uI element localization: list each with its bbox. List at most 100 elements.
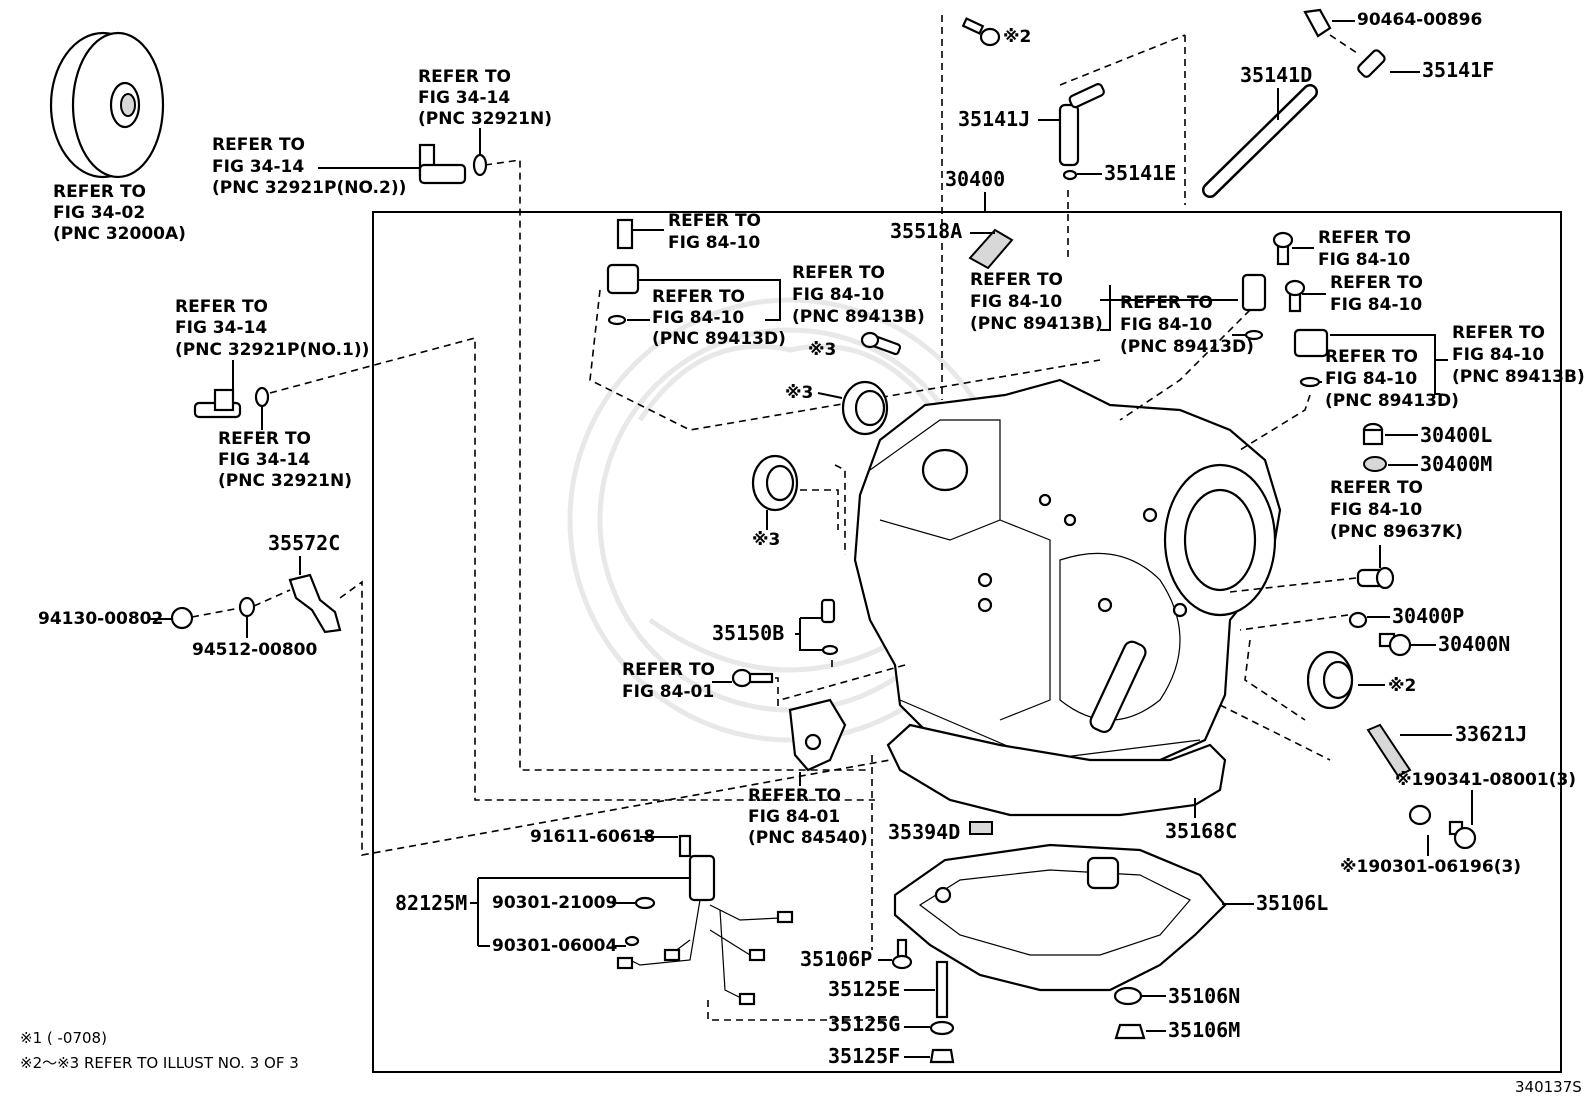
ref-union-no2-line3[interactable]: (PNC 32921P(NO.2)) [212,178,406,198]
pn-35125f[interactable]: 35125F [828,1044,900,1068]
pn-35125e[interactable]: 35125E [828,977,900,1001]
ref-switch-84540-line3[interactable]: (PNC 84540) [748,828,868,848]
ref-oring-89413d-c-line2[interactable]: FIG 84-10 [1325,369,1417,389]
ref-bolt-84-10-a-line1[interactable]: REFER TO [668,211,761,231]
pn-94130-00802[interactable]: 94130-00802 [38,609,163,629]
ref-sensor-89413b-a-line3[interactable]: (PNC 89413B) [792,307,925,327]
pn-35572c[interactable]: 35572C [268,531,340,555]
ref-sensor-89413b-c-line2[interactable]: FIG 84-10 [1452,345,1544,365]
ref-oring-n-left-line2[interactable]: FIG 34-14 [218,450,310,470]
plug-35125f-part [929,1048,955,1064]
pn-35125g[interactable]: 35125G [828,1012,900,1036]
ref-switch-84540-line2[interactable]: FIG 84-01 [748,807,840,827]
ref-sensor-89637k-line3[interactable]: (PNC 89637K) [1330,522,1463,542]
pn-90301-21009[interactable]: 90301-21009 [492,893,617,913]
ref-sensor-89413b-b-line3[interactable]: (PNC 89413B) [970,314,1103,334]
ref-oring-89413d-c-line3[interactable]: (PNC 89413D) [1325,391,1459,411]
gasket-30400m-part [1363,456,1387,472]
main-frame [372,211,1562,1073]
pn-91611-60618[interactable]: 91611-60618 [530,827,655,847]
oil-pan-gasket-part [886,723,1227,817]
tube-35141d-part [1202,8,1386,198]
plug-90301-part [1448,820,1477,850]
ref-bolt-84-01-line2[interactable]: FIG 84-01 [622,682,714,702]
pn-35518a[interactable]: 35518A [890,219,962,243]
oil-seal-lower-part [751,454,799,512]
note-mark-3-seal-upper: ※3 [785,383,813,403]
pn-94512-00800[interactable]: 94512-00800 [192,640,318,660]
ref-oring-n-left-line1[interactable]: REFER TO [218,429,311,449]
pn-35141e[interactable]: 35141E [1104,161,1176,185]
pn-35106p[interactable]: 35106P [800,947,872,971]
pn-90301-06004[interactable]: 90301-06004 [492,936,618,956]
ref-switch-84540-line1[interactable]: REFER TO [748,786,841,806]
ref-union-no1-line2[interactable]: FIG 34-14 [175,318,267,338]
pn-90464-00896[interactable]: 90464-00896 [1357,10,1482,30]
pn-30400p[interactable]: 30400P [1392,604,1464,628]
note-mark-3-bolt: ※3 [808,340,836,360]
plug-30400l-part [1362,422,1384,446]
pn-30400l[interactable]: 30400L [1420,423,1492,447]
ref-sensor-89413b-b-line1[interactable]: REFER TO [970,270,1063,290]
pn-35141j[interactable]: 35141J [958,107,1030,131]
ref-oring-n-top-line2[interactable]: FIG 34-14 [418,88,510,108]
ref-union-no1-line3[interactable]: (PNC 32921P(NO.1)) [175,340,369,360]
pn-35150b[interactable]: 35150B [712,621,784,645]
ref-sensor-89413b-c-line3[interactable]: (PNC 89413B) [1452,367,1585,387]
pn-35106n[interactable]: 35106N [1168,984,1240,1008]
ref-bolt-84-10-b-line2[interactable]: FIG 84-10 [1318,250,1410,270]
pn-35106l[interactable]: 35106L [1256,891,1328,915]
pn-35168c[interactable]: 35168C [1165,819,1237,843]
ref-union-no2-line2[interactable]: FIG 34-14 [212,157,304,177]
ref-oring-89413d-a-line2[interactable]: FIG 84-10 [652,308,744,328]
ref-sensor-89413b-c-line1[interactable]: REFER TO [1452,323,1545,343]
ref-union-no1-line1[interactable]: REFER TO [175,297,268,317]
ref-oring-89413d-b-line3[interactable]: (PNC 89413D) [1120,337,1254,357]
ref-union-no2-line1[interactable]: REFER TO [212,135,305,155]
ref-oring-n-left-line3[interactable]: (PNC 32921N) [218,471,352,491]
ref-oring-89413d-a-line3[interactable]: (PNC 89413D) [652,329,786,349]
ref-sensor-89413b-b-line2[interactable]: FIG 84-10 [970,292,1062,312]
ref-oring-89413d-b-line1[interactable]: REFER TO [1120,293,1213,313]
ref-torque-converter-line3[interactable]: (PNC 32000A) [53,224,186,244]
pn-90301-06196[interactable]: ※190301-06196(3) [1340,857,1521,877]
ref-torque-converter-line1[interactable]: REFER TO [53,182,146,202]
ref-bolt-84-10-c-line2[interactable]: FIG 84-10 [1330,295,1422,315]
plate-33621j-part [1366,723,1412,778]
ref-oring-n-top-line3[interactable]: (PNC 32921N) [418,109,552,129]
ref-oring-89413d-b-line2[interactable]: FIG 84-10 [1120,315,1212,335]
ref-sensor-89637k-line1[interactable]: REFER TO [1330,478,1423,498]
note-mark-2-top: ※2 [1003,27,1031,47]
illustration-number: 340137S [1515,1078,1582,1096]
pn-82125m[interactable]: 82125M [395,891,467,915]
pn-30400[interactable]: 30400 [945,167,1005,191]
union-35141j-part [1058,83,1105,181]
pn-90341-08001[interactable]: ※190341-08001(3) [1395,770,1576,790]
pn-35106m[interactable]: 35106M [1168,1018,1240,1042]
ref-sensor-89413b-a-line2[interactable]: FIG 84-10 [792,285,884,305]
ref-oring-n-top-line1[interactable]: REFER TO [418,67,511,87]
ref-oring-89413d-a-line1[interactable]: REFER TO [652,287,745,307]
pn-35141f[interactable]: 35141F [1422,58,1494,82]
ref-bolt-84-10-a-line2[interactable]: FIG 84-10 [668,233,760,253]
pn-35394d[interactable]: 35394D [888,820,960,844]
ref-sensor-89413b-a-line1[interactable]: REFER TO [792,263,885,283]
pn-35141d[interactable]: 35141D [1240,63,1312,87]
ref-bolt-84-10-b-line1[interactable]: REFER TO [1318,228,1411,248]
note-mark-3-seal-lower: ※3 [752,530,780,550]
ref-bolt-84-01-line1[interactable]: REFER TO [622,660,715,680]
ref-bolt-84-10-c-line1[interactable]: REFER TO [1330,273,1423,293]
oil-pan-part [893,843,1227,992]
ref-oring-89413d-c-line1[interactable]: REFER TO [1325,347,1418,367]
pn-33621j[interactable]: 33621J [1455,722,1527,746]
pipe-union-no2-part [318,143,488,185]
magnet-35394d-part [969,821,993,835]
pn-30400n[interactable]: 30400N [1438,632,1510,656]
ref-sensor-89637k-line2[interactable]: FIG 84-10 [1330,500,1422,520]
dashed-leaders-top [941,15,1186,400]
pipe-35125e-part [935,960,949,1019]
plug-30400n-part [1378,632,1412,657]
pn-30400m[interactable]: 30400M [1420,452,1492,476]
ref-torque-converter-line2[interactable]: FIG 34-02 [53,203,145,223]
